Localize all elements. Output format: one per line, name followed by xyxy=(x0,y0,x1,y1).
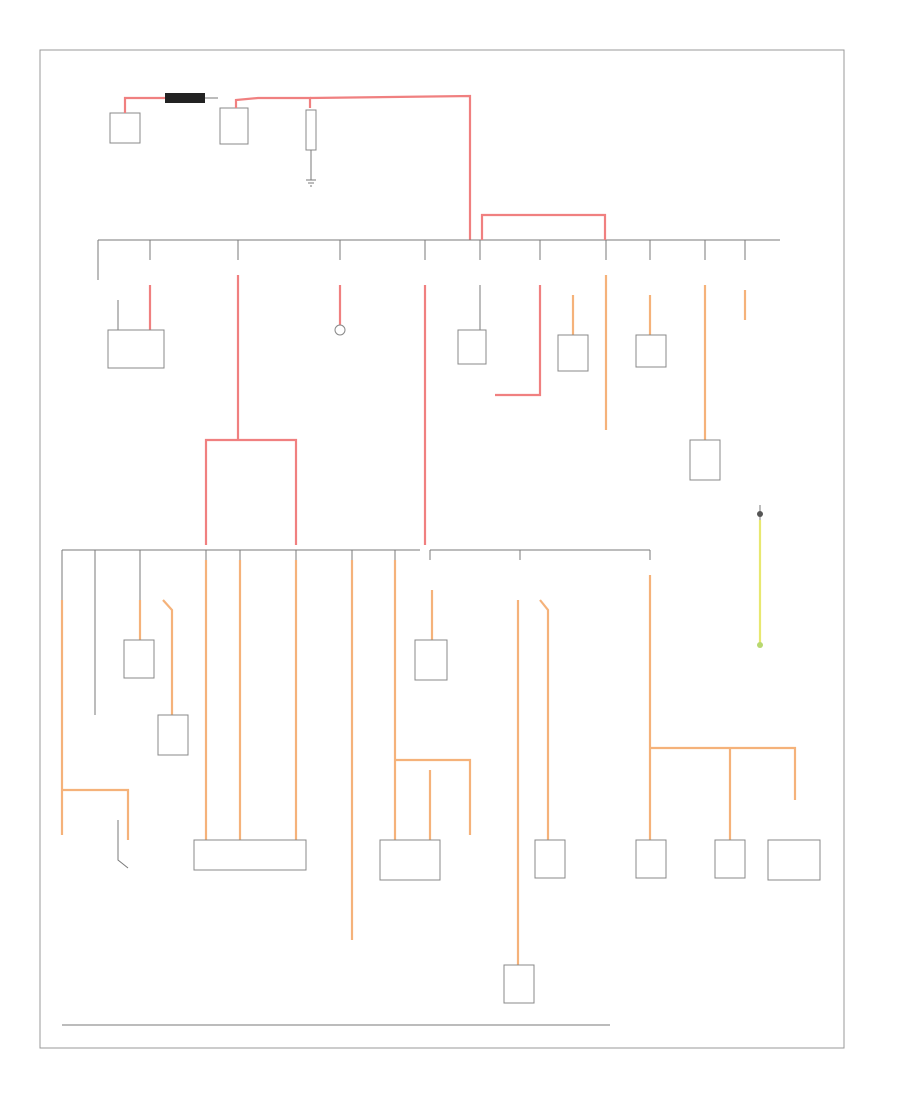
ignition-switch-icon xyxy=(334,324,346,336)
relay-component xyxy=(457,329,487,365)
component-box xyxy=(123,639,155,679)
component-box xyxy=(767,839,821,881)
bus-drops xyxy=(97,240,746,280)
component-box xyxy=(379,839,441,881)
fusible-link-icon xyxy=(165,93,205,103)
wire-orange xyxy=(539,599,550,840)
battery-icon xyxy=(305,109,317,151)
component-box xyxy=(714,839,746,879)
starter-solenoid-component xyxy=(219,107,249,145)
wire-red xyxy=(495,285,542,397)
top-section xyxy=(109,93,472,240)
fan-control-component xyxy=(557,334,589,372)
upper-branches xyxy=(117,275,747,545)
wire-red xyxy=(123,96,165,113)
coolant-module-component xyxy=(107,329,165,369)
wire-red xyxy=(234,96,312,108)
wire-orange xyxy=(162,599,174,715)
wire-orange xyxy=(62,788,130,840)
wire-red-main xyxy=(309,94,472,240)
component-box xyxy=(193,839,307,871)
component-box xyxy=(534,839,566,879)
switch-icon xyxy=(757,642,763,648)
lower-branches xyxy=(60,560,797,965)
lower-bus xyxy=(61,549,651,600)
upper-components xyxy=(107,324,721,481)
wire-red-loop xyxy=(204,438,298,545)
lower-components xyxy=(117,639,821,1004)
generator-component xyxy=(109,112,141,144)
switch-icon xyxy=(117,820,129,869)
component-box xyxy=(635,839,667,879)
wire-red xyxy=(480,213,607,240)
component-box xyxy=(157,714,189,756)
wire-orange xyxy=(650,746,797,800)
component-box xyxy=(503,964,535,1004)
component-box xyxy=(414,639,448,681)
connector-icon xyxy=(757,511,763,517)
generator2-component xyxy=(635,334,667,368)
bus-drops xyxy=(61,550,651,600)
blower-motor-component xyxy=(689,439,721,481)
diagram-frame xyxy=(39,49,845,1049)
upper-bus xyxy=(97,213,780,280)
ground-icon xyxy=(306,179,316,187)
wire-orange xyxy=(395,758,472,835)
right-yellow-branch xyxy=(757,505,763,648)
